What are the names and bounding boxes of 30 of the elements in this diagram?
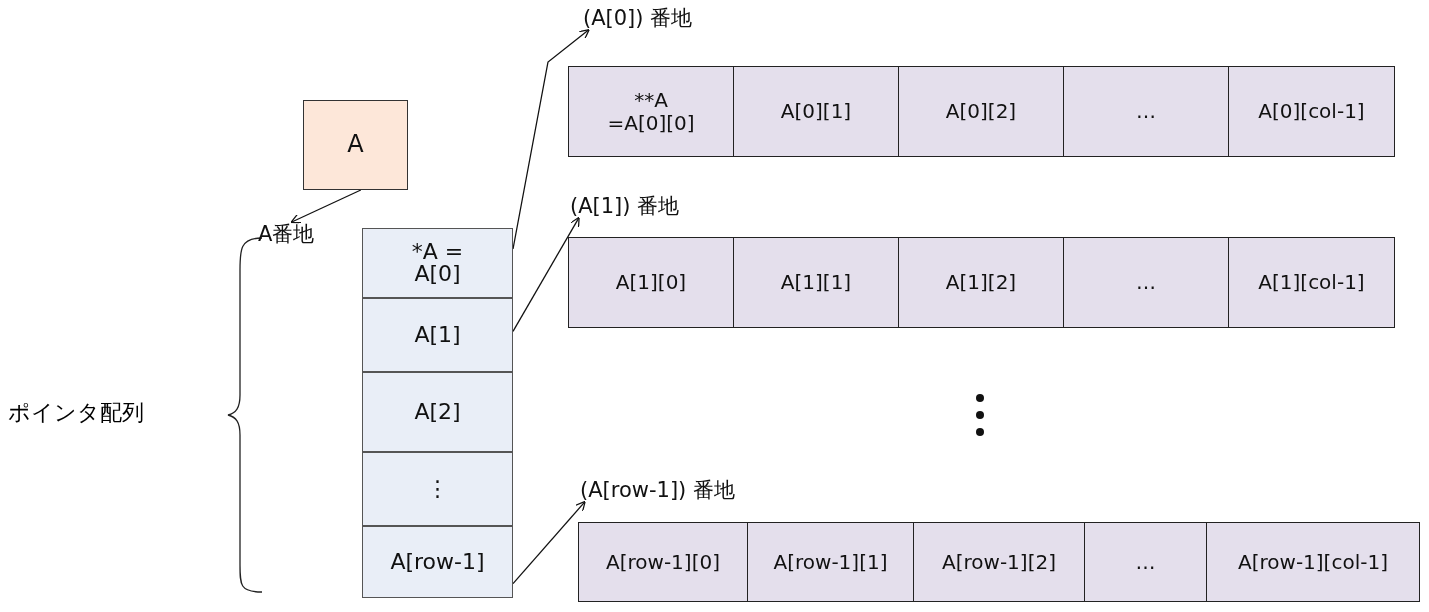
arrow xyxy=(512,500,586,585)
array-element-cell: A[1][col-1] xyxy=(1228,237,1395,328)
pointer-cell: *A = A[0] xyxy=(362,228,513,298)
array-element-cell: … xyxy=(1063,237,1229,328)
address-label: (A[0]) 番地 xyxy=(583,6,693,31)
array-element-cell: A[1][2] xyxy=(898,237,1064,328)
array-element-cell: A[1][0] xyxy=(568,237,734,328)
array-element-cell: A[row-1][col-1] xyxy=(1206,522,1420,602)
arrow xyxy=(512,216,580,332)
array-element-cell: A[row-1][0] xyxy=(578,522,748,602)
array-element-cell: A[row-1][1] xyxy=(747,522,914,602)
array-element-cell: … xyxy=(1063,66,1229,157)
array-element-cell: … xyxy=(1084,522,1207,602)
address-label: A番地 xyxy=(258,222,315,247)
pointer-cell: ⋮ xyxy=(362,452,513,526)
pointer-cell: A[1] xyxy=(362,298,513,372)
array-element-cell: A[0][2] xyxy=(898,66,1064,157)
array-element-cell: A[1][1] xyxy=(733,237,899,328)
array-element-cell: A[0][col-1] xyxy=(1228,66,1395,157)
pointer-cell: A[row-1] xyxy=(362,526,513,598)
pointer-cell: A[2] xyxy=(362,372,513,452)
arrow xyxy=(290,189,362,224)
arrow xyxy=(512,28,590,250)
group-label: ポインタ配列 xyxy=(8,399,144,427)
array-element-cell: A[0][1] xyxy=(733,66,899,157)
variable-box: A xyxy=(303,100,408,190)
address-label: (A[row-1]) 番地 xyxy=(580,478,735,503)
array-element-cell: A[row-1][2] xyxy=(913,522,1085,602)
array-element-cell: **A =A[0][0] xyxy=(568,66,734,157)
address-label: (A[1]) 番地 xyxy=(570,194,680,219)
